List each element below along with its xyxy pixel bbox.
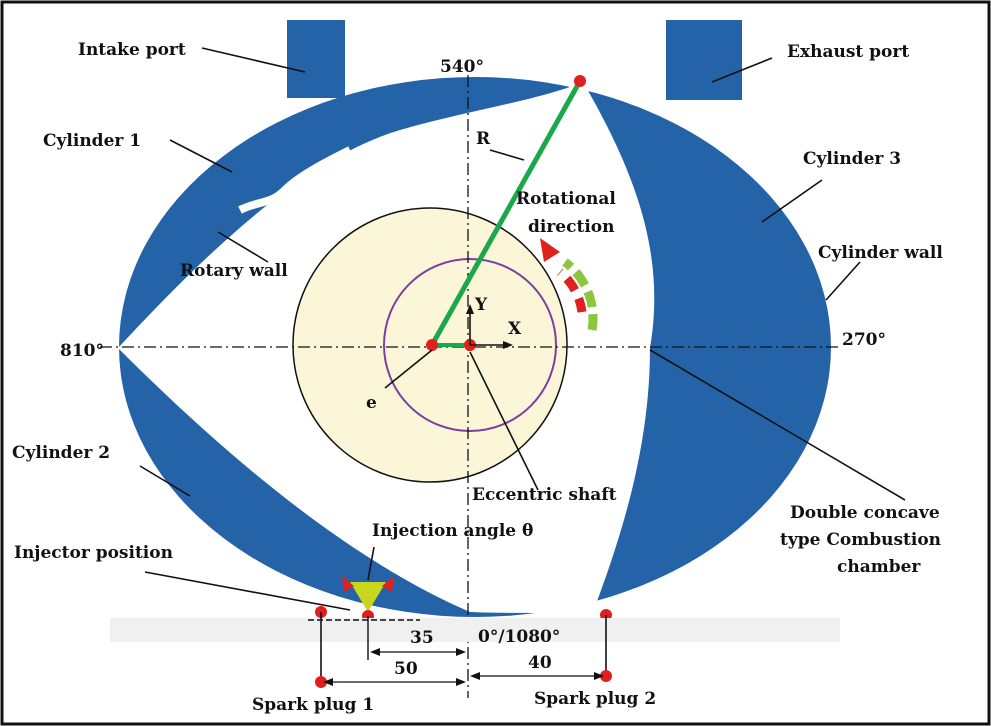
leader-rotary-wall xyxy=(217,231,269,263)
injector-arrow-left xyxy=(342,576,354,592)
leader-cylinder-2 xyxy=(139,465,191,497)
label-exhaust-port: Exhaust port xyxy=(787,42,909,62)
label-rotational-1: Rotational xyxy=(516,189,616,209)
leader-eccentric-shaft xyxy=(469,351,539,491)
dim-spark-1-arrow-right xyxy=(456,678,466,686)
leader-radius xyxy=(489,149,525,161)
label-chamber-3: chamber xyxy=(837,557,921,577)
rotation-arrowhead xyxy=(540,238,560,262)
bottom-band xyxy=(110,618,840,642)
label-chamber-1: Double concave xyxy=(790,503,940,523)
leader-injection-angle xyxy=(367,546,375,581)
label-cylinder-3: Cylinder 3 xyxy=(803,149,901,169)
y-axis-arrowhead xyxy=(466,304,474,314)
leader-combustion-chamber xyxy=(649,349,906,501)
dim-injector-arrow-right xyxy=(456,648,466,656)
label-radius: R xyxy=(476,129,491,149)
radius-line xyxy=(429,79,583,347)
spark-plug-2-end-marker xyxy=(600,670,612,682)
rotor-edge-detail xyxy=(238,146,352,214)
label-spark-plug-2: Spark plug 2 xyxy=(534,689,656,709)
x-axis-arrowhead xyxy=(503,341,513,349)
injector-icon xyxy=(350,582,386,612)
label-injection-angle: Injection angle θ xyxy=(372,521,533,541)
label-cylinder-1: Cylinder 1 xyxy=(43,131,141,151)
leader-exhaust-port xyxy=(711,57,773,83)
label-angle-810: 810° xyxy=(60,341,104,361)
label-eccentric-shaft: Eccentric shaft xyxy=(472,485,617,505)
label-injector-position: Injector position xyxy=(14,543,173,563)
leader-intake-port xyxy=(201,47,306,73)
label-cylinder-wall: Cylinder wall xyxy=(818,243,943,263)
leader-cylinder-1 xyxy=(169,139,233,173)
label-angle-270: 270° xyxy=(842,330,886,350)
label-eccentricity: e xyxy=(366,393,377,413)
label-axis-y: Y xyxy=(474,295,488,315)
label-intake-port: Intake port xyxy=(78,40,186,60)
leader-cylinder-3 xyxy=(761,179,823,223)
label-axis-x: X xyxy=(508,319,522,339)
dim-spark-1-arrow-left xyxy=(323,678,333,686)
dim-injector-value: 35 xyxy=(410,628,434,648)
label-angle-540: 540° xyxy=(440,57,484,77)
label-rotary-wall: Rotary wall xyxy=(180,261,288,281)
leader-cylinder-wall xyxy=(825,261,861,301)
eccentric-shaft-gear xyxy=(383,258,557,432)
dim-spark-2-arrow-right xyxy=(594,672,604,680)
rotation-arc-red xyxy=(557,268,587,313)
exhaust-port xyxy=(666,20,742,100)
dim-spark-1-value: 50 xyxy=(394,659,418,679)
injector-arrow-right xyxy=(382,576,394,592)
label-chamber-2: type Combustion xyxy=(780,530,941,550)
rotor-center-marker xyxy=(426,339,438,351)
label-spark-plug-1: Spark plug 1 xyxy=(252,695,374,715)
rotation-arc-green xyxy=(562,258,598,331)
leader-eccentricity xyxy=(384,349,433,389)
label-rotational-2: direction xyxy=(528,217,614,237)
dim-spark-2-arrow-left xyxy=(470,672,480,680)
spark-plug-1-end-marker xyxy=(315,676,327,688)
label-cylinder-2: Cylinder 2 xyxy=(12,443,110,463)
label-angle-0: 0°/1080° xyxy=(478,627,560,647)
rotor-apex-marker xyxy=(574,75,586,87)
intake-port xyxy=(287,20,345,98)
dim-injector-arrow-left xyxy=(370,648,380,656)
leader-injector-position xyxy=(144,571,351,611)
dim-spark-2-value: 40 xyxy=(528,653,552,673)
